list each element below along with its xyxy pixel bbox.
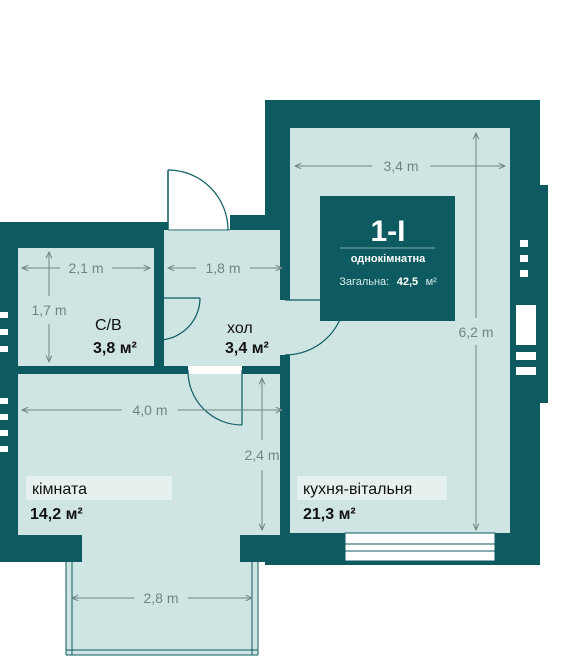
room-name-bathroom: С/В [95,317,122,334]
room-area-room: 14,2 м² [30,506,83,523]
dim-room-height: 2,4 m [244,447,279,463]
partition-bath-room [18,366,188,374]
entrance-door [167,169,230,231]
dim-kitchen-length: 6,2 m [458,324,493,340]
right-windows [516,185,548,403]
dim-bath-height: 1,7 m [31,302,66,318]
dimension-labels: 3,4 m 6,2 m 2,1 m 1,8 m 1,7 m 4,0 m 2,4 … [31,158,493,606]
window-icon [344,532,496,562]
entrance-opening [168,215,230,231]
badge-title: 1-І [370,215,405,248]
room-area-hall: 3,4 м² [225,340,269,357]
partition-hall-kitchen-top [280,230,290,300]
room-name-hall: хол [227,320,253,337]
partition-room-kitchen [280,355,290,535]
room-area-bathroom: 3,8 м² [93,340,137,357]
kitchen-window [344,532,496,562]
badge-total: Загальна: 42,5 м² [339,272,437,289]
apartment-badge: 1-І однокімнатна Загальна: 42,5 м² [320,196,455,321]
room-name-kitchen: кухня-вітальня [303,481,412,498]
dim-room-width: 4,0 m [132,402,167,418]
floor-kitchen [290,128,510,533]
dimension-lines [22,133,505,598]
left-windows [0,312,8,452]
partition-hall-room [242,366,290,374]
room-label-bg [26,476,172,500]
wall-bottom-right [495,533,540,565]
floor-room-bay [82,533,240,543]
room-door [187,369,243,426]
dim-balcony-width: 2,8 m [143,590,178,606]
partitions [0,230,540,565]
dim-bath-width: 2,1 m [68,260,103,276]
badge-box [320,196,455,321]
floor-balcony [66,543,258,655]
floors [18,128,510,655]
badge-total-value: 42,5 [397,276,418,288]
room-name-room: кімната [32,481,87,498]
bathroom-door [158,297,201,341]
badge-total-unit: м² [426,276,438,288]
door-swing-icon [158,297,201,341]
room-area-kitchen: 21,3 м² [303,506,356,523]
dim-hall-width: 1,8 m [205,260,240,276]
dim-kitchen-width: 3,4 m [383,158,418,174]
badge-type: однокімнатна [351,253,426,265]
wall-bottom-mid [240,535,345,562]
wall-bottom-left [0,535,82,562]
partition-bath-hall-top [154,248,164,298]
badge-total-label: Загальна: [339,276,389,288]
door-swing-icon [187,369,243,426]
window-icon [520,240,528,247]
kitchen-label-bg [297,476,447,500]
floor-room [18,374,290,535]
room-labels: С/В 3,8 м² хол 3,4 м² кімната 14,2 м² ку… [30,317,412,523]
window-icon [0,312,8,318]
balcony-frame [65,562,259,656]
